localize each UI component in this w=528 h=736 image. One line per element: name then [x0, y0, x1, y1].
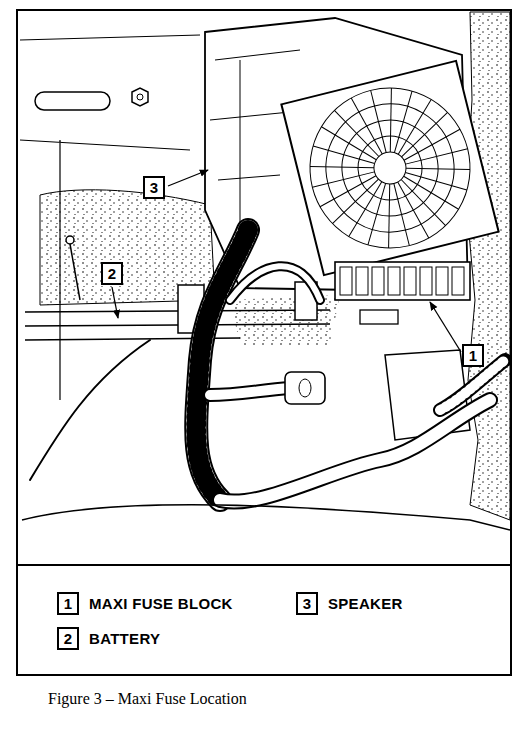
divider	[17, 564, 511, 566]
callout-number: 3	[296, 592, 318, 615]
callout-number: 2	[101, 262, 123, 285]
leader-line	[112, 287, 118, 318]
frame	[17, 10, 511, 675]
part-name: MAXI FUSE BLOCK	[89, 595, 233, 612]
leader-line	[430, 302, 461, 352]
callout-number: 2	[57, 627, 79, 650]
panel-slot	[35, 92, 110, 110]
floor-edge	[22, 505, 510, 530]
callout-number: 1	[462, 344, 484, 367]
figure-caption: Figure 3 – Maxi Fuse Location	[48, 690, 247, 708]
bolt	[132, 88, 148, 106]
side-wall	[466, 12, 510, 520]
connector	[360, 310, 398, 324]
callout-number: 1	[462, 344, 484, 367]
panel-edge	[20, 35, 200, 400]
callout-number: 1	[57, 592, 79, 615]
callout-number: 3	[143, 176, 165, 199]
wiring-harness	[30, 230, 505, 502]
maxi-fuse-block	[335, 262, 470, 300]
key-entry: 2 BATTERY	[57, 627, 160, 650]
part-name: SPEAKER	[328, 595, 403, 612]
part-name: BATTERY	[89, 630, 160, 647]
leader-line	[168, 170, 208, 186]
key-entry: 1 MAXI FUSE BLOCK	[57, 592, 233, 615]
callout-number: 3	[143, 176, 165, 199]
key-entry: 3 SPEAKER	[296, 592, 403, 615]
callout-number: 2	[101, 262, 123, 285]
fitting	[285, 372, 325, 404]
stud	[66, 236, 74, 244]
speaker	[281, 61, 498, 275]
